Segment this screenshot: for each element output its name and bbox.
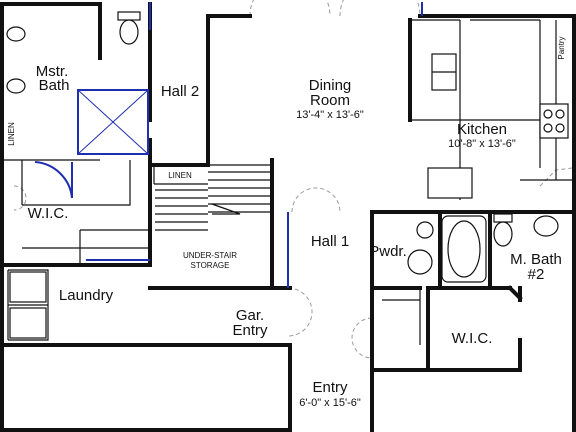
- door-swings: [13, 0, 573, 359]
- interior-lines: [2, 19, 574, 345]
- linen-center-label: LINEN: [168, 171, 192, 180]
- m-bath2-label-line1: M. Bath: [510, 251, 562, 268]
- under-stair-label-line1: UNDER-STAIR: [183, 251, 237, 260]
- under-stair-label-line2: STORAGE: [191, 261, 230, 270]
- linen-left-label: LINEN: [7, 122, 16, 146]
- wic-master-label: W.I.C.: [28, 205, 69, 222]
- gar-entry-label-line2: Entry: [232, 322, 268, 339]
- laundry-label: Laundry: [59, 287, 114, 304]
- entry-label: Entry: [312, 379, 348, 396]
- mstr-bath-label-line1: Mstr.: [36, 63, 69, 80]
- room-labels: Mstr. Bath Hall 2 Dining Room 13'-4" x 1…: [7, 36, 566, 409]
- wic-two-label: W.I.C.: [452, 330, 493, 347]
- pantry-label: Pantry: [557, 36, 566, 59]
- fixtures: [6, 11, 569, 339]
- accent-lines: [34, 2, 423, 288]
- kitchen-label: Kitchen: [457, 121, 507, 138]
- m-bath2-label-line2: #2: [528, 266, 545, 283]
- powder-label: Pwdr.: [369, 243, 407, 260]
- dining-label-line1: Dining: [309, 77, 352, 94]
- stair-treads: [155, 164, 272, 231]
- dining-label-line2: Room: [310, 92, 350, 109]
- entry-dimensions: 6'-0" x 15'-6": [299, 397, 361, 409]
- gar-entry-label-line1: Gar.: [236, 307, 264, 324]
- hall1-label: Hall 1: [311, 233, 349, 250]
- dining-dimensions: 13'-4" x 13'-6": [296, 109, 364, 121]
- kitchen-dimensions: 10'-8" x 13'-6": [448, 138, 516, 150]
- hall2-label: Hall 2: [161, 83, 199, 100]
- mstr-bath-label-line2: Bath: [39, 77, 70, 94]
